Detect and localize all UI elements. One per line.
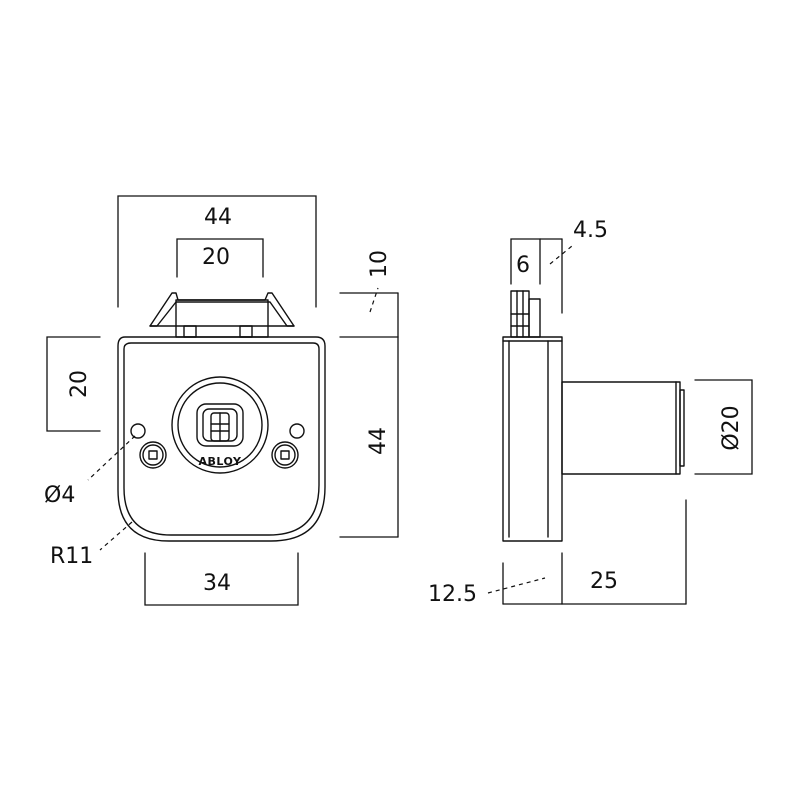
dim-hole-spacing: 20: [46, 336, 101, 432]
side-body: [502, 336, 563, 542]
dim-bolt-depth: 6: [510, 238, 541, 285]
side-bolt: [510, 290, 541, 338]
keyway-icon: [196, 403, 244, 447]
cylinder-inner-ring: [177, 382, 263, 468]
svg-text:Ø4: Ø4: [44, 483, 75, 508]
side-view: 6 4.5 Ø20 12.5 25: [428, 218, 753, 607]
svg-text:44: 44: [204, 205, 232, 230]
dim-cylinder-diameter: Ø20: [694, 379, 753, 475]
screw-left: [139, 441, 167, 469]
svg-text:R11: R11: [50, 544, 93, 569]
svg-text:6: 6: [516, 253, 530, 278]
dim-height: 44: [339, 336, 399, 538]
dim-offset: 4.5: [539, 218, 608, 314]
svg-text:4.5: 4.5: [573, 218, 608, 243]
svg-text:10: 10: [367, 250, 392, 278]
svg-text:25: 25: [590, 569, 618, 594]
dim-bolt-protrusion: 10: [339, 250, 399, 338]
mounting-hole-left: [130, 423, 146, 439]
svg-text:Ø20: Ø20: [719, 405, 744, 450]
side-cylinder: [561, 381, 685, 475]
svg-text:34: 34: [203, 571, 231, 596]
dim-hole-diameter: Ø4: [44, 435, 136, 508]
svg-text:20: 20: [202, 245, 230, 270]
svg-text:44: 44: [366, 427, 391, 455]
mounting-hole-right: [289, 423, 305, 439]
dim-cylinder-length: 25: [561, 499, 687, 605]
cylinder-outer-ring: [171, 376, 269, 474]
lock-body-outline: [117, 336, 326, 542]
dim-width-top: 44: [117, 195, 317, 308]
screw-right: [271, 441, 299, 469]
bolt: [149, 292, 295, 338]
dim-bottom-width: 34: [144, 552, 299, 606]
lock-body-inner-edge: [123, 342, 320, 536]
svg-text:12.5: 12.5: [428, 582, 477, 607]
dim-corner-radius: R11: [50, 521, 133, 569]
dim-bolt-width: 20: [176, 238, 264, 278]
front-view: ABLOY 44 20 1: [44, 195, 399, 606]
svg-text:20: 20: [67, 370, 92, 398]
brand-logo: ABLOY: [199, 455, 242, 468]
dim-body-depth: 12.5: [428, 562, 563, 607]
